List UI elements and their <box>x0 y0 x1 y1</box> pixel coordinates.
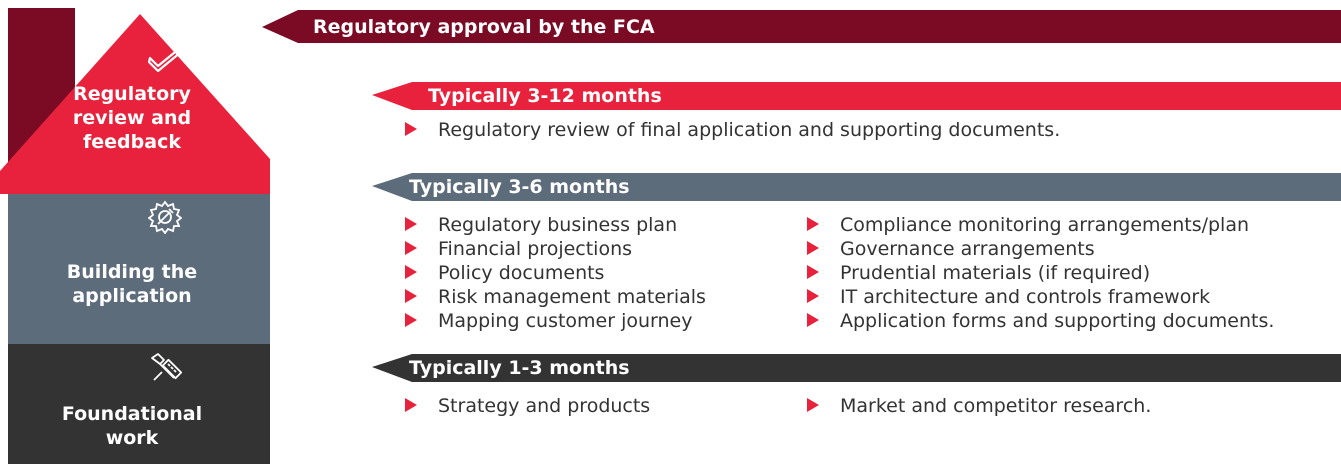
checkmark-icon <box>148 46 183 72</box>
list-item: Financial projections <box>405 237 632 261</box>
stage-label-line: Foundational <box>61 403 203 425</box>
banner-3-12-months: Typically 3-12 months <box>428 85 662 107</box>
bullet-arrow-icon <box>405 122 417 136</box>
banner-shape-1-3-months <box>372 354 1341 382</box>
bullet-arrow-icon <box>807 398 819 412</box>
list-item-text: Strategy and products <box>438 395 651 417</box>
stage-label-line: work <box>105 427 159 449</box>
bullet-arrow-icon <box>807 313 819 327</box>
bullet-arrow-icon <box>405 217 417 231</box>
bullet-arrow-icon <box>807 241 819 255</box>
bullet-arrow-icon <box>405 289 417 303</box>
list-item: Regulatory business plan <box>405 213 677 237</box>
list-item: Policy documents <box>405 261 604 285</box>
list-item: Market and competitor research. <box>807 394 1151 418</box>
gear-wrench-icon <box>148 200 182 234</box>
list-item: Prudential materials (if required) <box>807 261 1150 285</box>
bullet-arrow-icon <box>405 265 417 279</box>
list-item-text: Regulatory business plan <box>438 214 678 236</box>
banner-regulatory-approval: Regulatory approval by the FCA <box>313 16 655 38</box>
bullet-arrow-icon <box>807 289 819 303</box>
bullet-arrow-icon <box>405 398 417 412</box>
banner-shape-regulatory-approval <box>262 10 1341 43</box>
list-item-text: Application forms and supporting documen… <box>840 310 1275 332</box>
stage-label-line: feedback <box>83 131 181 153</box>
bullet-arrow-icon <box>405 313 417 327</box>
list-item-text: Financial projections <box>438 238 633 260</box>
list-item-text: Risk management materials <box>438 286 706 308</box>
list-item: Mapping customer journey <box>405 309 693 333</box>
list-item: Strategy and products <box>405 394 650 418</box>
house-roof <box>0 14 270 194</box>
banner-1-3-months: Typically 1-3 months <box>409 357 630 379</box>
list-item: Risk management materials <box>405 285 706 309</box>
house-middle-floor <box>8 194 270 344</box>
list-item-text: Compliance monitoring arrangements/plan <box>840 214 1250 236</box>
stage-label-line: review and <box>72 107 192 129</box>
list-item-text: Policy documents <box>438 262 605 284</box>
banner-3-6-months: Typically 3-6 months <box>409 176 630 198</box>
banner-shape-3-12-months <box>372 82 1341 110</box>
stage-label-regulatory: Regulatory review and feedback <box>0 82 264 154</box>
bullet-arrow-icon <box>807 217 819 231</box>
stage-label-foundational: Foundational work <box>0 402 264 450</box>
stage-label-building: Building the application <box>0 260 264 308</box>
list-item: Governance arrangements <box>807 237 1095 261</box>
stage-label-line: Building the <box>66 261 198 283</box>
list-item-text: IT architecture and controls framework <box>840 286 1211 308</box>
stage-label-line: Regulatory <box>73 83 191 105</box>
list-item: Regulatory review of final application a… <box>405 118 1060 142</box>
list-item-text: Governance arrangements <box>840 238 1095 260</box>
list-item-text: Market and competitor research. <box>840 395 1152 417</box>
bullet-arrow-icon <box>807 265 819 279</box>
list-item: IT architecture and controls framework <box>807 285 1210 309</box>
list-item: Compliance monitoring arrangements/plan <box>807 213 1249 237</box>
house-ground-floor <box>8 344 270 464</box>
stage-label-line: application <box>72 285 192 307</box>
bullet-arrow-icon <box>405 241 417 255</box>
tools-icon <box>151 353 183 381</box>
list-item-text: Mapping customer journey <box>438 310 693 332</box>
list-item: Application forms and supporting documen… <box>807 309 1274 333</box>
list-item-text: Prudential materials (if required) <box>840 262 1151 284</box>
banner-shape-3-6-months <box>372 173 1341 201</box>
list-item-text: Regulatory review of final application a… <box>438 119 1061 141</box>
